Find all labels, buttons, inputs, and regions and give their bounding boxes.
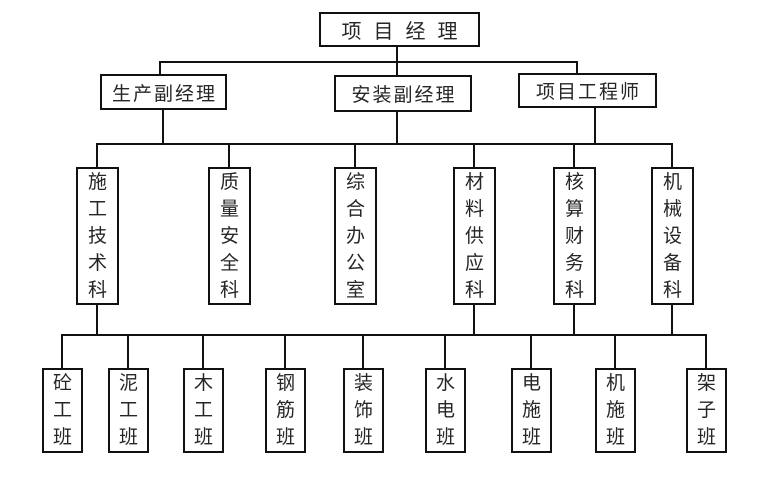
connector-line <box>354 143 356 168</box>
connector-line <box>705 334 707 368</box>
node-label: 综合办公室 <box>345 171 365 301</box>
node-label: 泥工班 <box>118 373 138 448</box>
node-project-engineer: 项目工程师 <box>518 73 657 108</box>
connector-line <box>362 334 364 368</box>
connector-line <box>396 112 398 144</box>
node-concrete-crew: 砼工班 <box>42 368 83 453</box>
node-machinery-crew: 机施班 <box>595 368 636 453</box>
node-label: 电施班 <box>521 373 541 448</box>
node-label: 施工技术科 <box>87 171 107 301</box>
node-construction-technology-section: 施工技术科 <box>76 167 119 305</box>
connector-line <box>594 108 596 144</box>
node-production-deputy-manager: 生产副经理 <box>100 74 227 110</box>
connector-line <box>671 305 673 336</box>
node-label: 水电班 <box>435 373 455 448</box>
connector-line <box>573 143 575 168</box>
node-electrical-crew: 电施班 <box>511 368 552 453</box>
node-carpentry-crew: 木工班 <box>183 368 224 453</box>
node-label: 生产副经理 <box>111 83 217 105</box>
connector-line <box>96 305 98 336</box>
connector-line <box>573 305 575 336</box>
node-accounting-finance-section: 核算财务科 <box>553 167 596 305</box>
node-masonry-crew: 泥工班 <box>108 368 149 453</box>
node-material-supply-section: 材料供应科 <box>453 167 496 305</box>
node-label: 核算财务科 <box>564 171 584 301</box>
connector-line <box>614 334 616 368</box>
connector-line <box>159 61 161 75</box>
node-label: 机施班 <box>605 373 625 448</box>
connector-line <box>159 61 578 63</box>
node-label: 砼工班 <box>52 373 72 448</box>
node-label: 架子班 <box>696 373 716 448</box>
connector-line <box>61 334 63 368</box>
node-quality-safety-section: 质量安全科 <box>208 167 251 305</box>
connector-line <box>444 334 446 368</box>
node-project-manager: 项目经理 <box>319 12 480 47</box>
node-label: 材料供应科 <box>464 171 484 301</box>
connector-line <box>473 143 475 168</box>
node-label: 机械设备科 <box>662 171 682 301</box>
node-water-electric-crew: 水电班 <box>425 368 466 453</box>
node-label: 安装副经理 <box>351 85 457 106</box>
node-label: 装饰班 <box>353 373 373 448</box>
node-label: 项目经理 <box>341 21 470 43</box>
node-decoration-crew: 装饰班 <box>343 368 384 453</box>
connector-line <box>96 143 673 145</box>
node-general-office: 综合办公室 <box>334 167 377 305</box>
connector-line <box>671 143 673 168</box>
node-rebar-crew: 钢筋班 <box>265 368 306 453</box>
connector-line <box>576 61 578 74</box>
node-scaffold-crew: 架子班 <box>686 368 727 453</box>
connector-line <box>202 334 204 368</box>
node-machinery-equipment-section: 机械设备科 <box>651 167 694 305</box>
node-label: 质量安全科 <box>219 171 239 301</box>
connector-line <box>530 334 532 368</box>
node-label: 项目工程师 <box>535 82 641 103</box>
connector-line <box>473 305 475 336</box>
node-label: 木工班 <box>193 373 213 448</box>
connector-line <box>162 110 164 144</box>
node-label: 钢筋班 <box>275 373 295 448</box>
node-installation-deputy-manager: 安装副经理 <box>334 75 472 112</box>
connector-line <box>228 143 230 168</box>
connector-line <box>61 334 707 336</box>
connector-line <box>127 334 129 368</box>
connector-line <box>284 334 286 368</box>
connector-line <box>96 143 98 168</box>
